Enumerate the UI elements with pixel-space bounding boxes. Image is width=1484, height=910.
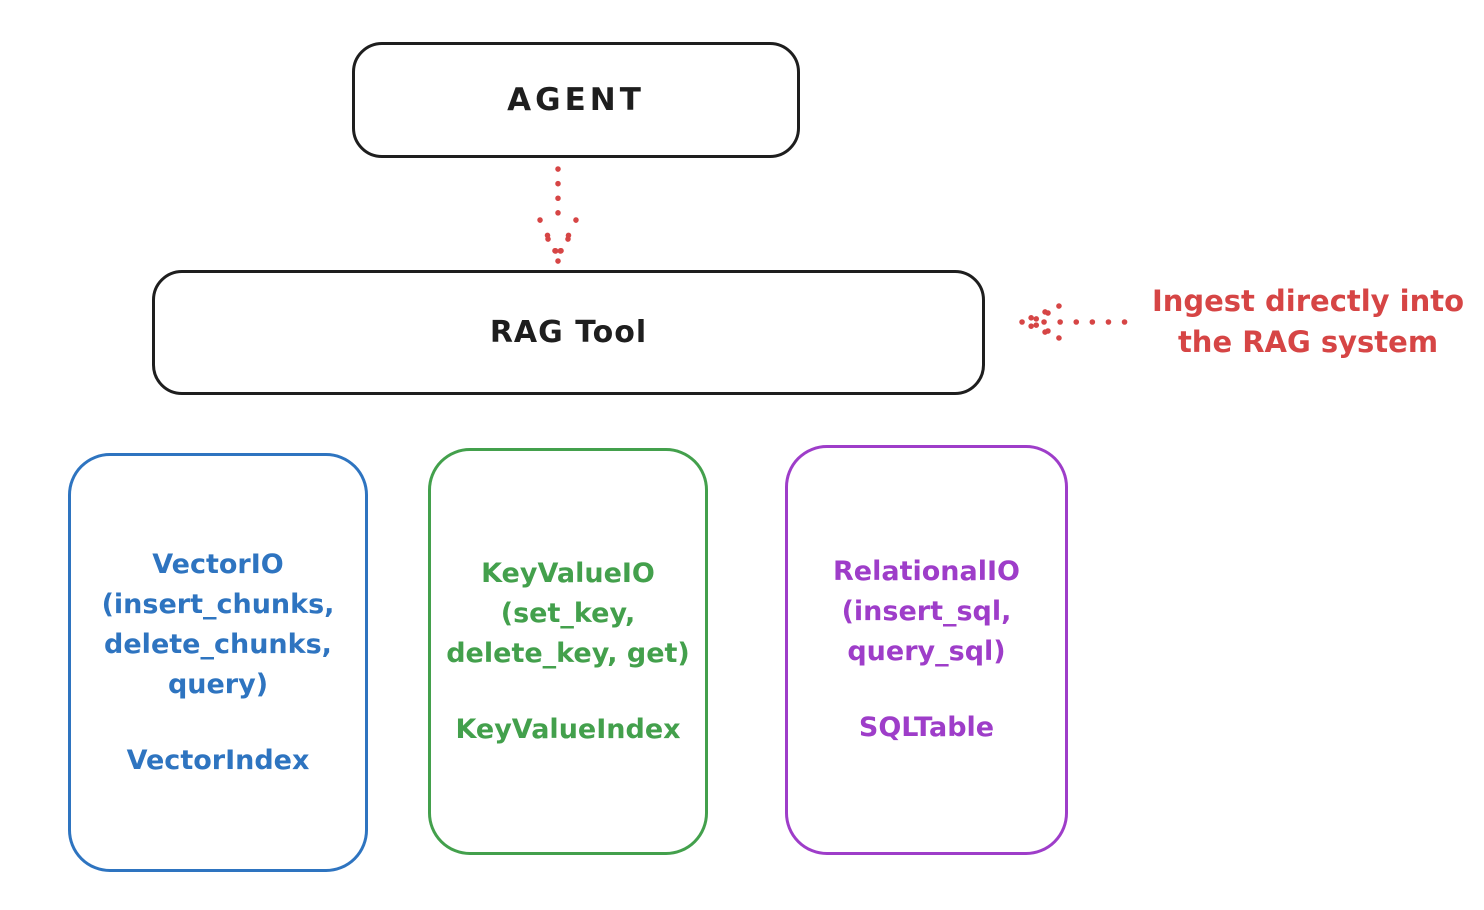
vector-io-line: query) xyxy=(167,668,269,700)
ingest-annotation-line2: the RAG system xyxy=(1177,325,1439,359)
vector-io-title: VectorIO xyxy=(152,548,284,580)
relational-io-line: query_sql) xyxy=(847,636,1006,667)
keyvalue-io-index-label: KeyValueIndex xyxy=(455,713,681,745)
agent-box-label: AGENT xyxy=(507,82,645,118)
vector-io-box: VectorIO (insert_chunks, delete_chunks, … xyxy=(68,453,368,872)
dotted-arrow-down-icon xyxy=(537,166,579,264)
keyvalue-io-line: (set_key, xyxy=(500,597,636,629)
agent-box: AGENT xyxy=(352,42,800,158)
keyvalue-io-title: KeyValueIO xyxy=(481,557,655,589)
ingest-annotation-line1: Ingest directly into xyxy=(1151,284,1465,318)
vector-io-line: (insert_chunks, xyxy=(101,588,335,620)
relational-io-index-label: SQLTable xyxy=(858,712,995,743)
rag-tool-box-label: RAG Tool xyxy=(489,315,648,350)
keyvalue-io-text: KeyValueIO (set_key, delete_key, get) xyxy=(446,554,690,674)
vector-io-text: VectorIO (insert_chunks, delete_chunks, … xyxy=(102,545,335,705)
relational-io-line: (insert_sql, xyxy=(841,596,1012,627)
vector-io-line: delete_chunks, xyxy=(104,628,332,660)
rag-tool-box: RAG Tool xyxy=(152,270,985,395)
relational-io-box: RelationalIO (insert_sql, query_sql) SQL… xyxy=(785,445,1068,855)
relational-io-text: RelationalIO (insert_sql, query_sql) xyxy=(833,552,1020,672)
vector-io-index-label: VectorIndex xyxy=(126,744,310,776)
relational-io-title: RelationalIO xyxy=(833,556,1020,587)
keyvalue-io-box: KeyValueIO (set_key, delete_key, get) Ke… xyxy=(428,448,708,855)
ingest-annotation: Ingest directly into the RAG system xyxy=(1140,281,1476,363)
keyvalue-io-line: delete_key, get) xyxy=(446,637,690,669)
dotted-arrow-left-icon xyxy=(1019,303,1135,341)
